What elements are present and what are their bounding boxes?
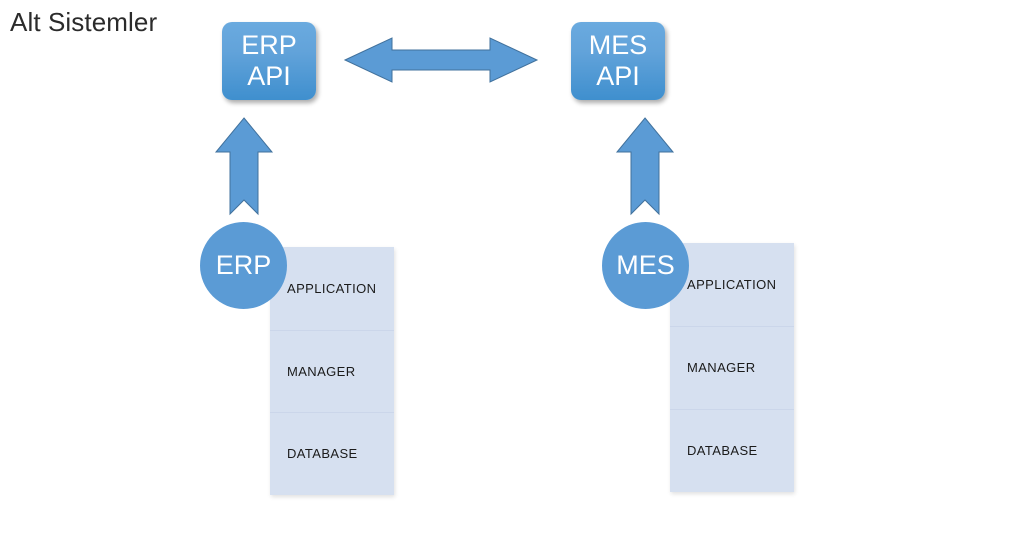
erp-layer-manager[interactable]: MANAGER <box>270 329 394 413</box>
erp-node-circle-label: ERP <box>215 250 272 280</box>
erp-layer-database[interactable]: DATABASE <box>270 412 394 495</box>
mes-api-box-line2: API <box>596 61 640 91</box>
erp-layer-application[interactable]: APPLICATION <box>287 280 377 296</box>
mes-layer-stack: APPLICATION MANAGER DATABASE <box>670 243 794 492</box>
mes-layer-manager[interactable]: MANAGER <box>670 326 794 409</box>
erp-up-arrow-icon <box>214 117 274 216</box>
erp-node-circle[interactable]: ERP <box>200 222 287 309</box>
erp-layer-stack: APPLICATION MANAGER DATABASE <box>270 247 394 495</box>
mes-node-circle[interactable]: MES <box>602 222 689 309</box>
mes-up-arrow-icon <box>615 117 675 216</box>
mes-layer-database[interactable]: DATABASE <box>670 409 794 492</box>
page-title: Alt Sistemler <box>10 7 158 37</box>
mes-layer-application[interactable]: APPLICATION <box>687 277 777 292</box>
erp-api-box-line2: API <box>247 61 291 91</box>
double-headed-horizontal-arrow-icon <box>343 37 539 83</box>
erp-api-box[interactable]: ERP API <box>222 22 316 100</box>
erp-api-box-line1: ERP <box>241 30 297 60</box>
mes-node-circle-label: MES <box>616 250 675 280</box>
mes-api-box[interactable]: MES API <box>571 22 665 100</box>
mes-api-box-line1: MES <box>588 30 648 60</box>
